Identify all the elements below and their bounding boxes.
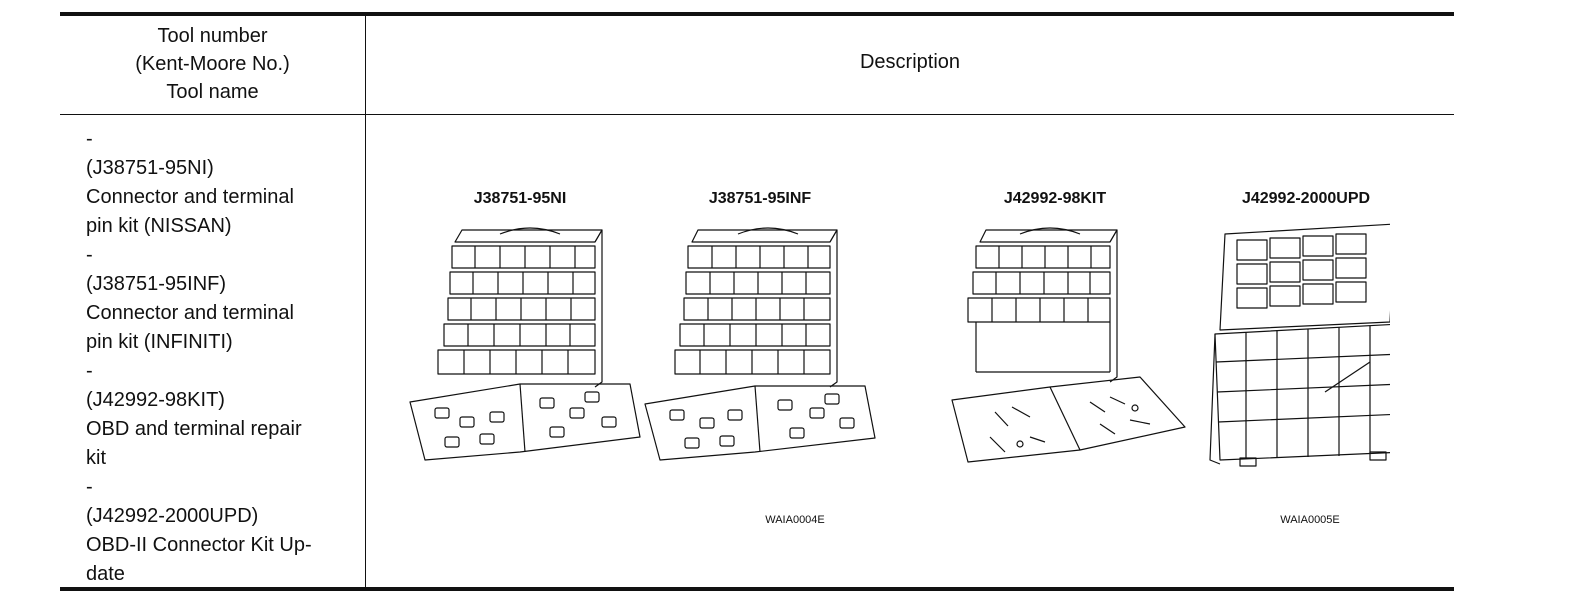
tool-line: pin kit (INFINITI): [86, 331, 233, 353]
cabinet-kit-2-drawing: [644, 227, 876, 461]
tool-list-cell: - (J38751-95NI) Connector and terminal p…: [86, 125, 361, 589]
header-line-tool-number: Tool number: [157, 25, 268, 47]
tool-line: -: [86, 128, 93, 150]
tool-line: (J42992-2000UPD): [86, 505, 259, 527]
kit-label-j42992-98kit: J42992-98KIT: [1003, 190, 1107, 207]
cabinet-kit-1-drawing: [409, 227, 641, 461]
compartment-case-drawing: [1209, 223, 1390, 467]
tool-kits-drawing: [409, 223, 1390, 467]
tool-line: -: [86, 360, 93, 382]
figure-code-waia0004e: WAIA0004E: [765, 514, 825, 526]
description-column-header: Description: [859, 51, 961, 73]
kit-label-j42992-2000upd: J42992-2000UPD: [1241, 190, 1371, 207]
tool-line: OBD and terminal repair: [86, 418, 302, 440]
tool-line: date: [86, 563, 125, 585]
header-line-tool-name: Tool name: [166, 81, 259, 103]
tool-line: pin kit (NISSAN): [86, 215, 232, 237]
tool-number-column-header: Tool number (Kent-Moore No.) Tool name: [60, 22, 365, 106]
tool-line: -: [86, 244, 93, 266]
tool-line: Connector and terminal: [86, 302, 294, 324]
tool-line: kit: [86, 447, 106, 469]
tool-line: -: [86, 476, 93, 498]
tool-kit-illustration: J38751-95NI J38751-95INF J42992-98KIT J4…: [340, 190, 1390, 530]
special-tool-table: Tool number (Kent-Moore No.) Tool name D…: [60, 12, 1454, 592]
table-top-rule: [60, 12, 1454, 16]
tool-line: (J38751-95INF): [86, 273, 227, 295]
table-bottom-rule: [60, 587, 1454, 591]
cabinet-kit-3-drawing: [951, 227, 1186, 463]
kit-label-j38751-95ni: J38751-95NI: [473, 190, 567, 207]
tool-line: (J42992-98KIT): [86, 389, 225, 411]
tool-line: Connector and terminal: [86, 186, 294, 208]
column-divider: [365, 15, 366, 588]
header-line-kent-moore: (Kent-Moore No.): [135, 53, 290, 75]
figure-code-waia0005e: WAIA0005E: [1280, 514, 1340, 526]
table-header-rule: [60, 114, 1454, 115]
tool-line: OBD-II Connector Kit Up-: [86, 534, 312, 556]
kit-label-j38751-95inf: J38751-95INF: [708, 190, 812, 207]
tool-line: (J38751-95NI): [86, 157, 214, 179]
